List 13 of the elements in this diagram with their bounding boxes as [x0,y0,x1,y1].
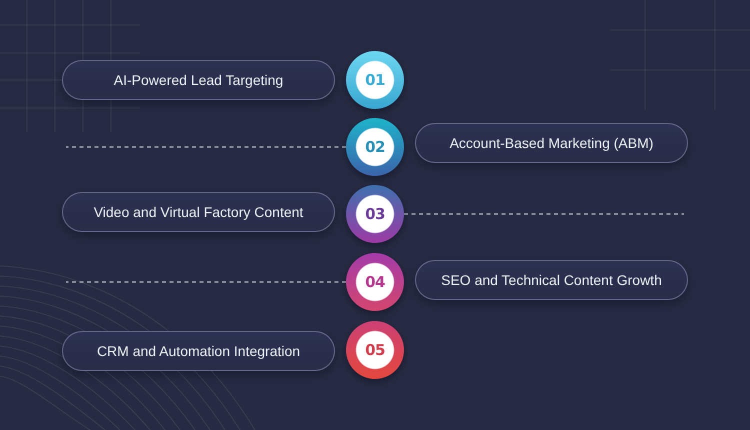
service-pill: Video and Virtual Factory Content [62,192,335,232]
dashed-line [404,213,684,215]
service-pill: Account-Based Marketing (ABM) [415,123,688,163]
step-number-circle: 05 [346,321,404,379]
service-pill: AI-Powered Lead Targeting [62,60,335,100]
dashed-line [66,146,346,148]
step-number-circle: 02 [346,118,404,176]
step-number-circle: 03 [346,185,404,243]
step-number-circle: 04 [346,253,404,311]
step-number-circle: 01 [346,51,404,109]
service-pill: CRM and Automation Integration [62,331,335,371]
dashed-line [66,281,346,283]
service-pill: SEO and Technical Content Growth [415,260,688,300]
